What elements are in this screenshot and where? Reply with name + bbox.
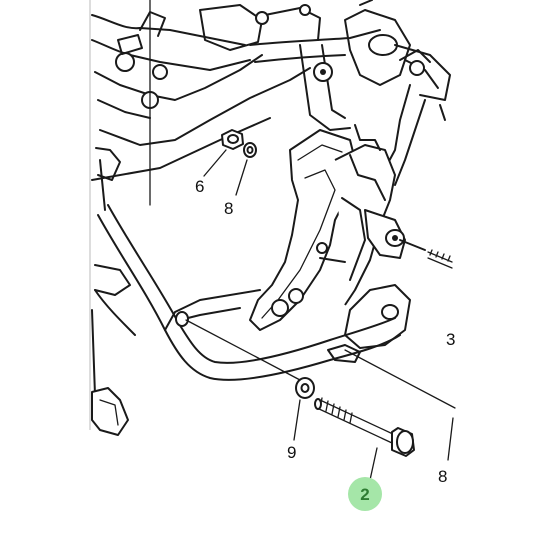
- leader-axis-right: [344, 349, 456, 409]
- leader-right-washer: [447, 417, 454, 461]
- bolt-main: [314, 397, 415, 457]
- callout-partial-right: 3: [446, 330, 455, 349]
- callout-washer-upper: 8: [224, 199, 233, 218]
- washer-lower: [295, 377, 315, 399]
- leader-bolt-main: [369, 447, 378, 481]
- upper-right-frame: [249, 0, 451, 186]
- leader-axis-left: [185, 319, 301, 381]
- upper-frame-cluster: [91, 4, 321, 211]
- callout-nut-upper: 6: [195, 177, 204, 196]
- highlight-badge[interactable]: 2: [348, 477, 382, 511]
- leader-washer-lower: [293, 399, 301, 441]
- nut-upper: [221, 129, 244, 150]
- highlight-circle: [348, 477, 382, 511]
- callout-washer-lower: 9: [287, 443, 296, 462]
- engine-mount-bracket: [249, 124, 411, 363]
- washer-upper: [243, 142, 257, 158]
- callout-washer-right: 8: [438, 467, 447, 486]
- right-stud: [399, 239, 453, 269]
- callout-bolt-main: 2: [360, 485, 369, 504]
- leader-nut-upper: [203, 149, 227, 177]
- leader-washer-upper: [235, 159, 248, 196]
- lower-left-bracket: [91, 387, 129, 436]
- lower-frame-tube: [91, 204, 401, 396]
